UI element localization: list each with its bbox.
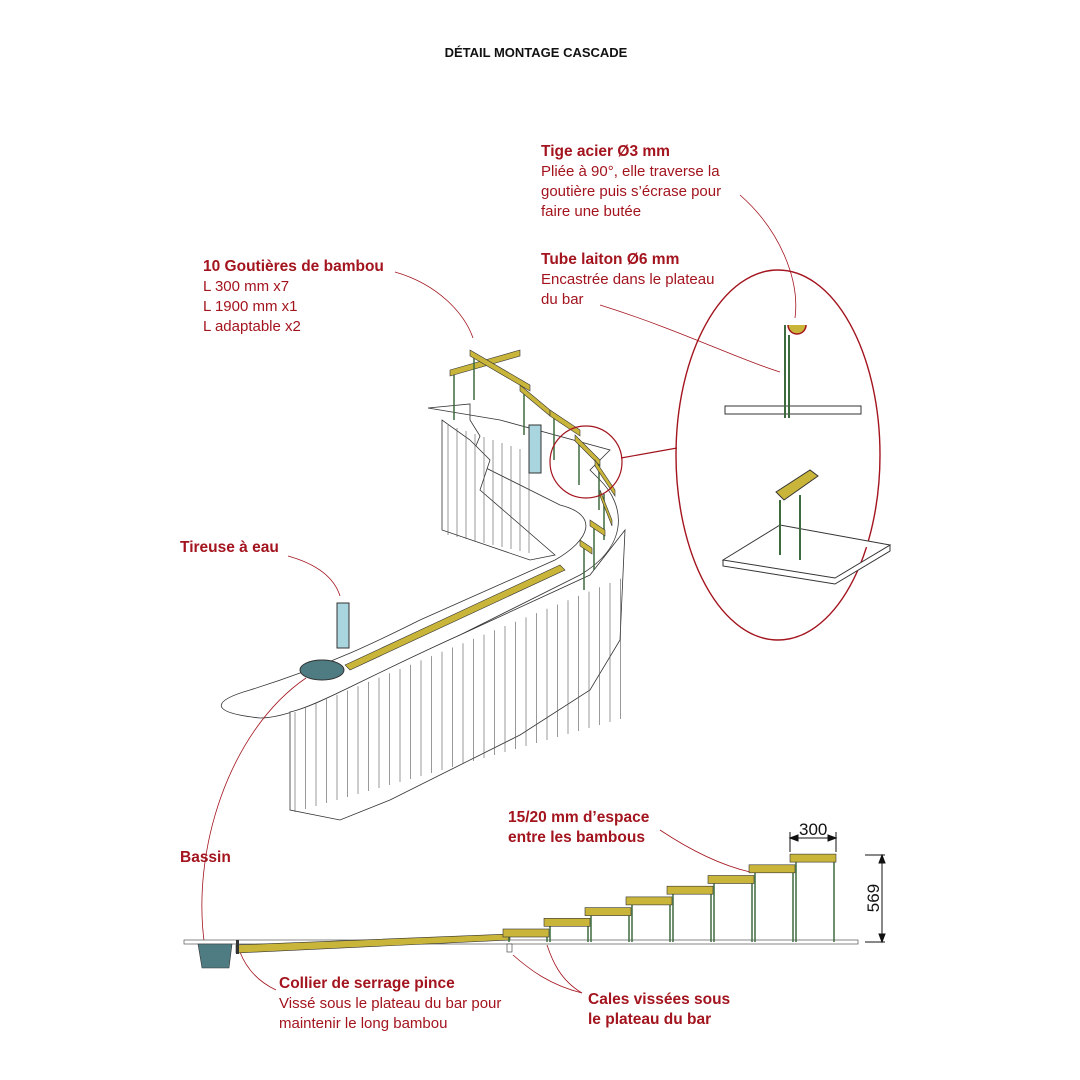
bamboo-step — [789, 853, 837, 863]
leader-lines — [201, 194, 797, 994]
bamboo-gutter — [594, 459, 616, 497]
long-bamboo-3d — [344, 564, 566, 671]
dimension-lines — [788, 832, 886, 944]
bar-counter — [221, 403, 626, 821]
bamboo-step — [584, 907, 632, 916]
label-tige: Tige acier Ø3 mm Pliée à 90°, elle trave… — [541, 143, 722, 220]
bamboo-step — [543, 917, 591, 927]
bamboo-step — [666, 885, 714, 895]
bamboo-step — [707, 875, 755, 884]
clamp — [236, 940, 239, 954]
detail-plate-3d — [721, 524, 892, 585]
label-tube: Tube laiton Ø6 mm Encastrée dans le plat… — [541, 251, 715, 308]
bamboo-step — [748, 864, 796, 874]
water-tap-2 — [528, 424, 542, 474]
basin-elevation — [197, 943, 233, 969]
counter-back — [441, 419, 556, 561]
bar-plate-elevation — [183, 939, 859, 945]
shim — [506, 943, 513, 953]
dim-height: 569 — [864, 883, 884, 913]
label-bassin: Bassin — [180, 849, 231, 866]
label-tireuse: Tireuse à eau — [180, 539, 279, 556]
bamboo-gutter — [574, 434, 601, 467]
detail-zoom — [675, 269, 881, 641]
bamboo-gutter — [599, 489, 613, 527]
bamboo-gutter — [579, 539, 593, 555]
bamboo-gutter — [549, 409, 581, 437]
dim-step-length: 300 — [799, 820, 828, 839]
label-collier: Collier de serrage pince Vissé sous le p… — [279, 975, 502, 1032]
detail-plate-section — [724, 405, 862, 415]
water-tap — [336, 602, 350, 649]
counter-top — [221, 403, 619, 719]
detail-bamboo — [775, 469, 819, 501]
bamboo-gutter — [589, 519, 606, 537]
detail-marker — [549, 425, 623, 499]
bamboo-gutter — [469, 349, 531, 392]
bamboo-step — [502, 928, 550, 938]
bamboo-step — [625, 896, 673, 906]
basin-top — [299, 659, 345, 681]
diagram-title: DÉTAIL MONTAGE CASCADE — [444, 45, 628, 60]
